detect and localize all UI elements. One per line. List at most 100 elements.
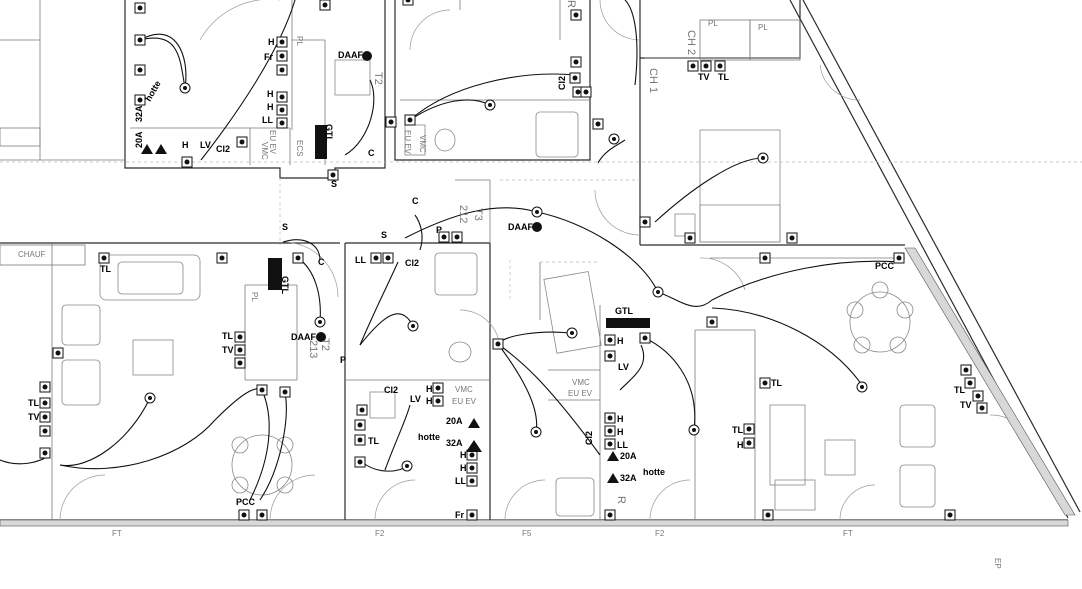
socket-icon — [292, 252, 304, 264]
hotte-label: hotte — [143, 79, 163, 103]
daaf-label: DAAF — [508, 222, 533, 232]
gtl-label: GTL — [280, 276, 290, 294]
socket-icon — [700, 60, 712, 72]
socket-icon — [451, 231, 463, 243]
socket-icon — [256, 384, 268, 396]
smoke-detector-icon — [532, 222, 542, 232]
light-points — [144, 82, 868, 472]
h-label: H — [182, 140, 189, 150]
socket-icon — [234, 331, 246, 343]
cl2-label: Cl2 — [405, 258, 419, 268]
cl2-label: Cl2 — [384, 385, 398, 395]
socket-icon — [592, 118, 604, 130]
lv-label: LV — [200, 140, 211, 150]
socket-icon — [604, 412, 616, 424]
gtl-panel-icon — [315, 125, 327, 159]
ceiling-light-icon — [566, 327, 578, 339]
amp-20-label: 20A — [620, 451, 637, 461]
h-label: H — [737, 440, 744, 450]
socket-icon — [52, 347, 64, 359]
dashed-lines — [0, 161, 1082, 300]
socket-icon — [438, 231, 450, 243]
socket-icon — [944, 509, 956, 521]
p-label: P — [436, 225, 442, 235]
socket-icon — [684, 232, 696, 244]
daaf-label: DAAF — [338, 50, 363, 60]
socket-icon — [404, 114, 416, 126]
socket-icon — [236, 136, 248, 148]
tl-label: TL — [28, 398, 39, 408]
socket-icon — [706, 316, 718, 328]
socket-icon — [276, 36, 288, 48]
room-label-chauf: CHAUF — [18, 250, 46, 259]
socket-icon — [234, 344, 246, 356]
h-label: H — [460, 463, 467, 473]
room-label-t2-b: 213 — [307, 340, 319, 358]
h-label: H — [267, 89, 274, 99]
h-label: H — [617, 336, 624, 346]
socket-icon — [402, 0, 414, 6]
room-label-t3-a: T3 — [472, 208, 484, 221]
socket-icon — [354, 456, 366, 468]
socket-icon — [134, 34, 146, 46]
socket-icon — [466, 509, 478, 521]
tl-label: TL — [100, 264, 111, 274]
socket-icon — [759, 252, 771, 264]
tl-label: TL — [368, 436, 379, 446]
s-label: S — [282, 222, 288, 232]
breaker-icon — [607, 473, 619, 483]
amp-32-label: 32A — [134, 105, 144, 122]
socket-icon — [786, 232, 798, 244]
pcc-label: PCC — [236, 497, 256, 507]
h-label: H — [268, 37, 275, 47]
breaker-icon — [607, 451, 619, 461]
lv-label: LV — [410, 394, 421, 404]
walls — [0, 0, 1081, 527]
fr-label: Fr — [455, 510, 464, 520]
gtl-label: GTL — [615, 306, 633, 316]
room-label-t2-a: T2 — [319, 338, 331, 351]
socket-icon — [960, 364, 972, 376]
amp-20-label: 20A — [134, 131, 144, 148]
room-label-ch2: CH 2 — [685, 30, 697, 55]
socket-icon — [604, 425, 616, 437]
socket-icon — [714, 60, 726, 72]
ceiling-light-icon — [179, 82, 191, 94]
h-label: H — [267, 102, 274, 112]
eu-ev-label: EU EV — [452, 397, 477, 406]
socket-icon — [39, 447, 51, 459]
h-label: H — [617, 414, 624, 424]
socket-icon — [759, 377, 771, 389]
socket-icon — [98, 252, 110, 264]
cl2-label: Cl2 — [216, 144, 230, 154]
socket-icon — [604, 350, 616, 362]
socket-icon — [39, 425, 51, 437]
socket-icon — [570, 9, 582, 21]
socket-icon — [687, 60, 699, 72]
ceiling-light-icon — [531, 206, 543, 218]
socket-icon — [972, 390, 984, 402]
ceiling-light-icon — [401, 460, 413, 472]
ceiling-light-icon — [757, 152, 769, 164]
socket-icon — [432, 382, 444, 394]
window-label-f2: F2 — [655, 529, 665, 538]
socket-icon — [279, 386, 291, 398]
window-label-f5: F5 — [522, 529, 532, 538]
lv-label: LV — [618, 362, 629, 372]
cl2-label: Cl2 — [557, 76, 567, 90]
socket-icon — [382, 252, 394, 264]
tv-label: TV — [28, 412, 40, 422]
socket-icon — [964, 377, 976, 389]
socket-icon — [356, 404, 368, 416]
ll-label: LL — [617, 440, 628, 450]
h-label: H — [426, 384, 433, 394]
ecs-label: ECS — [295, 140, 304, 156]
room-label-t3-b: 212 — [457, 205, 469, 223]
socket-icon — [276, 91, 288, 103]
socket-icon — [327, 169, 339, 181]
eu-ev-label: EU EV — [268, 130, 277, 155]
daaf-label: DAAF — [291, 332, 316, 342]
socket-icon — [276, 50, 288, 62]
h-label: H — [617, 427, 624, 437]
breaker-icon — [468, 418, 480, 428]
